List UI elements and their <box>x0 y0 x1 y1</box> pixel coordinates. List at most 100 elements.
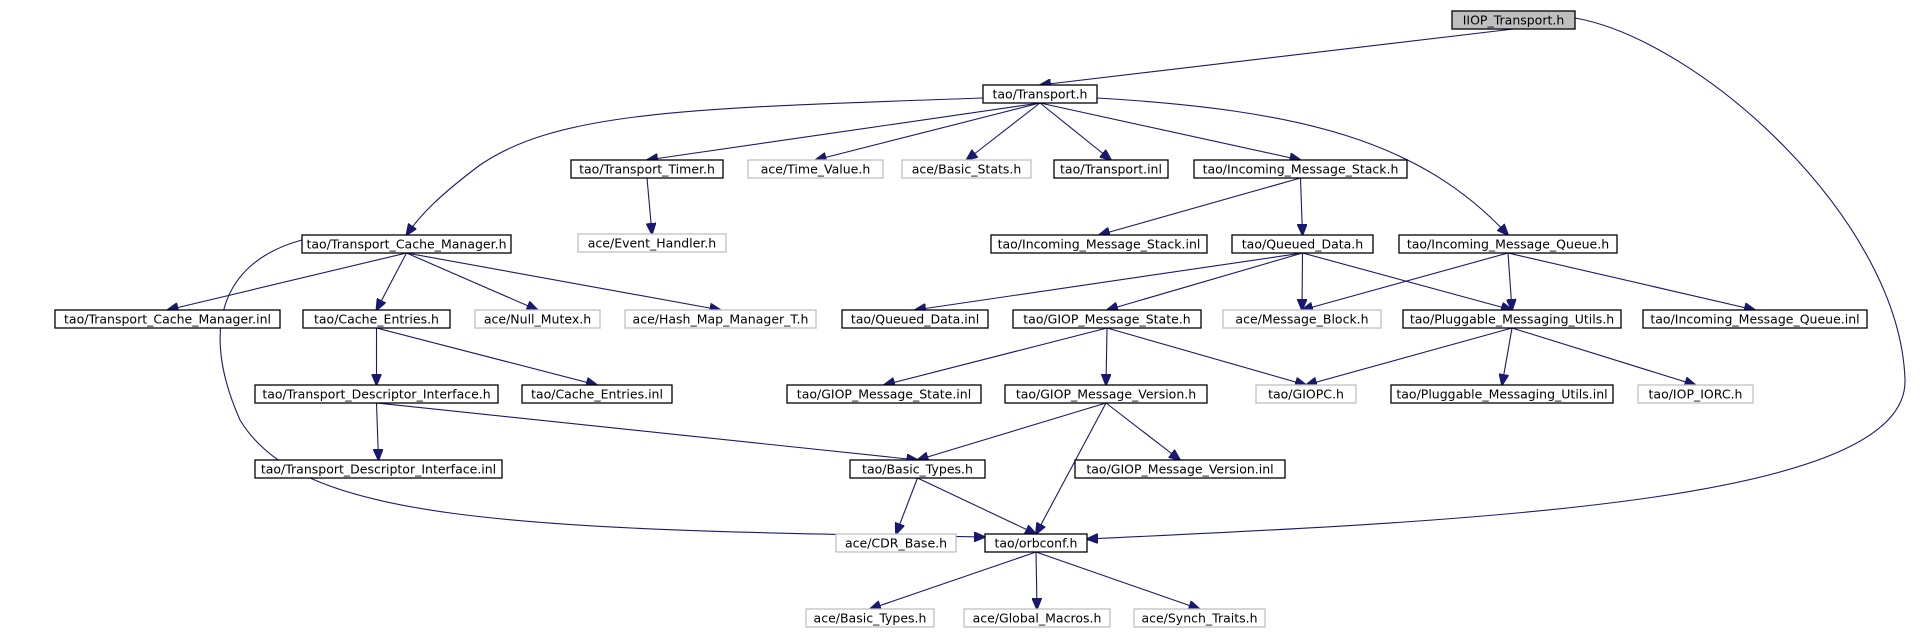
node-label: tao/Incoming_Message_Stack.inl <box>998 237 1201 252</box>
node-transport_cache_mgr_inl[interactable]: tao/Transport_Cache_Manager.inl <box>54 309 281 329</box>
node-transport_desc_if_inl[interactable]: tao/Transport_Descriptor_Interface.inl <box>254 459 503 479</box>
node-giop_msg_version_inl[interactable]: tao/GIOP_Message_Version.inl <box>1074 459 1286 479</box>
node-box[interactable] <box>302 309 451 329</box>
node-message_block[interactable]: ace/Message_Block.h <box>1222 309 1382 329</box>
node-hash_map_mgr[interactable]: ace/Hash_Map_Manager_T.h <box>624 309 817 329</box>
node-cdr_base[interactable]: ace/CDR_Base.h <box>835 533 957 553</box>
node-label: tao/Pluggable_Messaging_Utils.inl <box>1396 387 1607 402</box>
node-label: tao/Cache_Entries.h <box>314 312 439 327</box>
node-box[interactable] <box>841 309 989 329</box>
node-box[interactable] <box>982 84 1098 104</box>
node-basic_types_ace[interactable]: ace/Basic_Types.h <box>805 608 935 628</box>
node-event_handler[interactable]: ace/Event_Handler.h <box>577 233 727 253</box>
node-box[interactable] <box>1637 384 1754 404</box>
node-box[interactable] <box>624 309 817 329</box>
node-label: ace/CDR_Base.h <box>845 536 947 551</box>
node-box[interactable] <box>1231 234 1374 254</box>
node-synch_traits[interactable]: ace/Synch_Traits.h <box>1133 608 1266 628</box>
edge-transport-to-transport_cache_mgr <box>407 97 984 235</box>
edge-iiop_transport-to-orbconf <box>1087 17 1906 539</box>
node-iop_iorc[interactable]: tao/IOP_IORC.h <box>1637 384 1754 404</box>
node-null_mutex[interactable]: ace/Null_Mutex.h <box>474 309 601 329</box>
edge-incoming_stack-to-incoming_stack_inl <box>1099 177 1301 235</box>
node-box[interactable] <box>521 384 673 404</box>
node-box[interactable] <box>1133 608 1266 628</box>
node-label: tao/Basic_Types.h <box>862 462 973 477</box>
node-giop_msg_state_inl[interactable]: tao/GIOP_Message_State.inl <box>786 384 982 404</box>
node-box[interactable] <box>984 533 1088 553</box>
edge-queued_data-to-pluggable_utils <box>1302 252 1513 310</box>
edge-transport_desc_if-to-transport_desc_if_inl <box>377 402 379 460</box>
node-label: tao/GIOP_Message_Version.h <box>1016 387 1196 402</box>
node-incoming_stack[interactable]: tao/Incoming_Message_Stack.h <box>1193 159 1408 179</box>
node-transport[interactable]: tao/Transport.h <box>982 84 1098 104</box>
node-transport_timer[interactable]: tao/Transport_Timer.h <box>570 159 724 179</box>
node-box[interactable] <box>1222 309 1382 329</box>
node-label: ace/Time_Value.h <box>761 162 871 177</box>
edge-transport_cache_mgr-to-transport_cache_mgr_inl <box>168 252 407 310</box>
node-label: ace/Hash_Map_Manager_T.h <box>633 312 809 327</box>
node-cache_entries[interactable]: tao/Cache_Entries.h <box>302 309 451 329</box>
node-box[interactable] <box>963 608 1111 628</box>
node-label: tao/GIOP_Message_State.inl <box>797 387 971 402</box>
edge-giop_msg_version-to-orbconf <box>1036 402 1107 534</box>
node-box[interactable] <box>1255 384 1357 404</box>
node-box[interactable] <box>254 384 499 404</box>
edge-queued_data-to-giop_msg_state <box>1107 252 1303 310</box>
node-box[interactable] <box>301 234 512 254</box>
node-box[interactable] <box>1642 309 1868 329</box>
node-label: tao/Incoming_Message_Queue.inl <box>1650 312 1859 327</box>
node-box[interactable] <box>1074 459 1286 479</box>
node-box[interactable] <box>747 159 884 179</box>
node-transport_inl[interactable]: tao/Transport.inl <box>1053 159 1169 179</box>
node-box[interactable] <box>805 608 935 628</box>
node-box[interactable] <box>577 233 727 253</box>
node-basic_types_tao[interactable]: tao/Basic_Types.h <box>849 459 986 479</box>
node-box[interactable] <box>1053 159 1169 179</box>
node-label: ace/Basic_Stats.h <box>912 162 1022 177</box>
node-basic_stats[interactable]: ace/Basic_Stats.h <box>901 159 1032 179</box>
node-box[interactable] <box>1004 384 1208 404</box>
node-box[interactable] <box>1012 309 1202 329</box>
node-incoming_stack_inl[interactable]: tao/Incoming_Message_Stack.inl <box>990 234 1208 254</box>
node-incoming_queue_inl[interactable]: tao/Incoming_Message_Queue.inl <box>1642 309 1868 329</box>
edge-basic_types_tao-to-orbconf <box>917 477 1037 534</box>
node-box[interactable] <box>1390 384 1614 404</box>
edge-giop_msg_state-to-giopc <box>1106 327 1306 385</box>
node-box[interactable] <box>835 533 957 553</box>
node-box[interactable] <box>1402 309 1622 329</box>
node-box[interactable] <box>1451 10 1576 30</box>
node-box[interactable] <box>1193 159 1408 179</box>
edge-basic_types_tao-to-cdr_base <box>896 477 919 534</box>
node-giop_msg_state[interactable]: tao/GIOP_Message_State.h <box>1012 309 1202 329</box>
node-transport_cache_mgr[interactable]: tao/Transport_Cache_Manager.h <box>301 234 512 254</box>
node-pluggable_utils[interactable]: tao/Pluggable_Messaging_Utils.h <box>1402 309 1622 329</box>
node-queued_data[interactable]: tao/Queued_Data.h <box>1231 234 1374 254</box>
node-orbconf[interactable]: tao/orbconf.h <box>984 533 1088 553</box>
node-giopc[interactable]: tao/GIOPC.h <box>1255 384 1357 404</box>
node-giop_msg_version[interactable]: tao/GIOP_Message_Version.h <box>1004 384 1208 404</box>
edge-giop_msg_version-to-basic_types_tao <box>918 402 1107 460</box>
node-box[interactable] <box>786 384 982 404</box>
edge-transport_cache_mgr-to-cache_entries <box>377 252 407 310</box>
node-global_macros[interactable]: ace/Global_Macros.h <box>963 608 1111 628</box>
node-label: tao/orbconf.h <box>995 536 1078 551</box>
node-box[interactable] <box>1398 234 1618 254</box>
node-label: tao/Transport.h <box>993 87 1088 102</box>
node-time_value[interactable]: ace/Time_Value.h <box>747 159 884 179</box>
edge-transport-to-transport_timer <box>647 102 1041 160</box>
node-box[interactable] <box>54 309 281 329</box>
node-cache_entries_inl[interactable]: tao/Cache_Entries.inl <box>521 384 673 404</box>
node-box[interactable] <box>474 309 601 329</box>
node-box[interactable] <box>254 459 503 479</box>
node-iiop_transport[interactable]: IIOP_Transport.h <box>1451 10 1576 30</box>
node-transport_desc_if[interactable]: tao/Transport_Descriptor_Interface.h <box>254 384 499 404</box>
node-incoming_queue[interactable]: tao/Incoming_Message_Queue.h <box>1398 234 1618 254</box>
node-queued_data_inl[interactable]: tao/Queued_Data.inl <box>841 309 989 329</box>
node-pluggable_utils_inl[interactable]: tao/Pluggable_Messaging_Utils.inl <box>1390 384 1614 404</box>
node-label: tao/Transport_Cache_Manager.inl <box>64 312 271 327</box>
node-box[interactable] <box>849 459 986 479</box>
node-box[interactable] <box>901 159 1032 179</box>
node-box[interactable] <box>570 159 724 179</box>
node-box[interactable] <box>990 234 1208 254</box>
